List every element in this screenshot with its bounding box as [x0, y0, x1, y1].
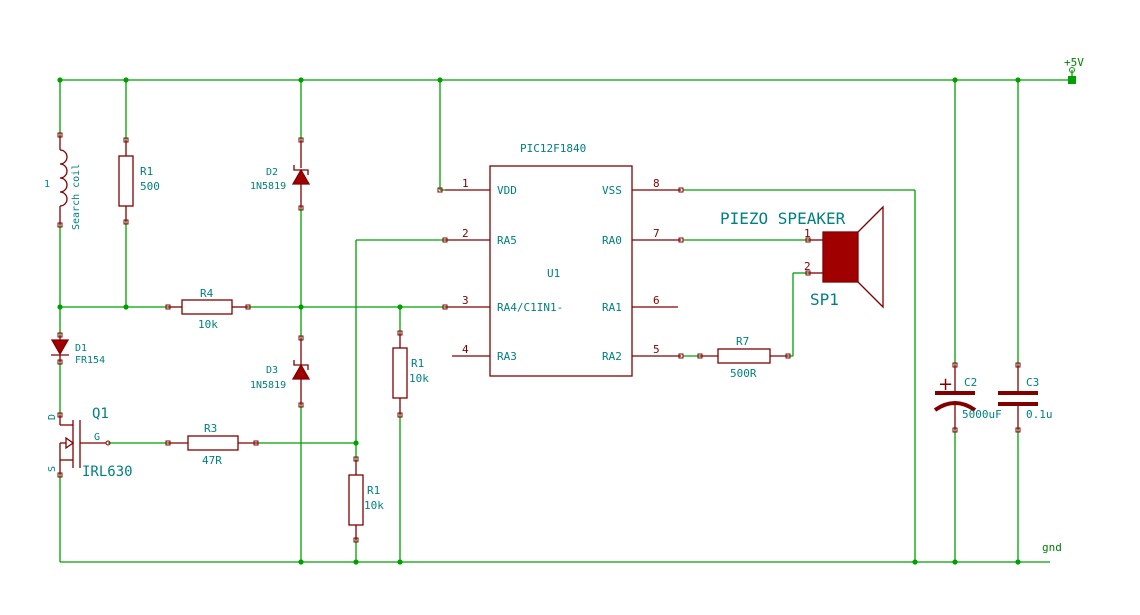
resistor-r3: R3 47R: [165, 422, 259, 467]
resistor-r7: R7 500R: [697, 335, 791, 380]
ic-body: [489, 165, 633, 377]
c2-ref: C2: [964, 376, 977, 389]
u1-pin4-name: RA3: [497, 350, 517, 363]
u1-pin2-num: 2: [462, 227, 469, 240]
q1-ref: Q1: [92, 406, 109, 422]
ic-u1: PIC12F1840 U1 1 2 3 4 VDD RA5 RA4/C1IN1-…: [437, 142, 684, 377]
resistor-icon: [348, 474, 364, 526]
u1-pin6-num: 6: [653, 294, 660, 307]
plus-icon: +: [938, 374, 953, 395]
u1-pin7-num: 7: [653, 227, 660, 240]
d3-value: 1N5819: [250, 380, 286, 391]
resistor-icon: [181, 299, 233, 315]
coil-value: Search coil: [71, 164, 82, 230]
vcc-symbol: +5V: [1064, 56, 1084, 84]
d2-value: 1N5819: [250, 181, 286, 192]
d1-value: FR154: [75, 355, 105, 366]
u1-ref: U1: [547, 267, 560, 280]
resistor-r4: R4 10k: [165, 287, 251, 331]
u1-part: PIC12F1840: [520, 142, 586, 155]
u1-pin5-name: RA2: [602, 350, 622, 363]
r1-low-value: 10k: [364, 499, 384, 512]
diode-d1: D1 FR154: [50, 332, 105, 366]
u1-pin2-name: RA5: [497, 234, 517, 247]
u1-pin6-name: RA1: [602, 301, 622, 314]
r1-low-ref: R1: [367, 484, 380, 497]
schottky-diode-icon: [291, 363, 311, 380]
r3-value: 47R: [202, 454, 222, 467]
r1-top-ref: R1: [140, 165, 153, 178]
c3-value: 0.1u: [1026, 408, 1053, 421]
r1-top-value: 500: [140, 180, 160, 193]
r7-ref: R7: [736, 335, 749, 348]
q1-value: IRL630: [82, 464, 133, 480]
speaker-title: PIEZO SPEAKER: [720, 209, 846, 228]
speaker-icon: [822, 231, 859, 283]
d2-ref: D2: [266, 167, 278, 178]
r3-ref: R3: [204, 422, 217, 435]
piezo-speaker-sp1: 1 2 PIEZO SPEAKER SP1: [720, 205, 884, 309]
schottky-diode-icon: [291, 168, 311, 185]
sp1-pin1: 1: [804, 227, 811, 240]
u1-pin1-num: 1: [462, 177, 469, 190]
junctions: [57, 77, 1021, 565]
resistor-r1-top: R1 500: [118, 137, 160, 225]
resistor-r1-mid: R1 10k: [392, 330, 429, 418]
wires: [59, 79, 1072, 563]
r1-mid-value: 10k: [409, 372, 429, 385]
q1-pin-s: S: [47, 466, 58, 472]
capacitor-c2: + C2 5000uF: [933, 362, 1002, 433]
q1-pin-d: D: [47, 414, 58, 420]
vcc-label: +5V: [1064, 56, 1084, 69]
u1-pin8-num: 8: [653, 177, 660, 190]
r4-value: 10k: [198, 318, 218, 331]
d3-ref: D3: [266, 365, 278, 376]
coil-ref: 1: [44, 179, 50, 190]
inductor-icon: [59, 149, 68, 207]
resistor-icon: [118, 155, 134, 207]
sp1-ref: SP1: [810, 290, 839, 309]
r7-value: 500R: [730, 367, 757, 380]
u1-pin5-num: 5: [653, 343, 660, 356]
d1-ref: D1: [75, 343, 87, 354]
resistor-icon: [717, 348, 771, 364]
resistor-icon: [187, 435, 239, 451]
c3-ref: C3: [1026, 376, 1039, 389]
mosfet-q1: D S G Q1 IRL630: [47, 406, 133, 480]
capacitor-c3: C3 0.1u: [998, 362, 1053, 433]
diode-icon: [50, 339, 70, 356]
u1-pin8-name: VSS: [602, 184, 622, 197]
r1-mid-ref: R1: [411, 357, 424, 370]
u1-pin3-name: RA4/C1IN1-: [497, 301, 563, 314]
u1-pin4-num: 4: [462, 343, 469, 356]
u1-pin1-name: VDD: [497, 184, 517, 197]
u1-pin3-num: 3: [462, 294, 469, 307]
diode-d2: D2 1N5819: [250, 137, 311, 211]
gnd-label: gnd: [1042, 541, 1062, 554]
sp1-pin2: 2: [804, 260, 811, 273]
c2-value: 5000uF: [962, 408, 1002, 421]
resistor-r1-low: R1 10k: [348, 456, 384, 543]
q1-pin-g: G: [94, 432, 100, 443]
search-coil: 1 Search coil: [44, 132, 82, 230]
resistor-icon: [392, 347, 408, 399]
r4-ref: R4: [200, 287, 214, 300]
diode-d3: D3 1N5819: [250, 335, 311, 408]
u1-pin7-name: RA0: [602, 234, 622, 247]
